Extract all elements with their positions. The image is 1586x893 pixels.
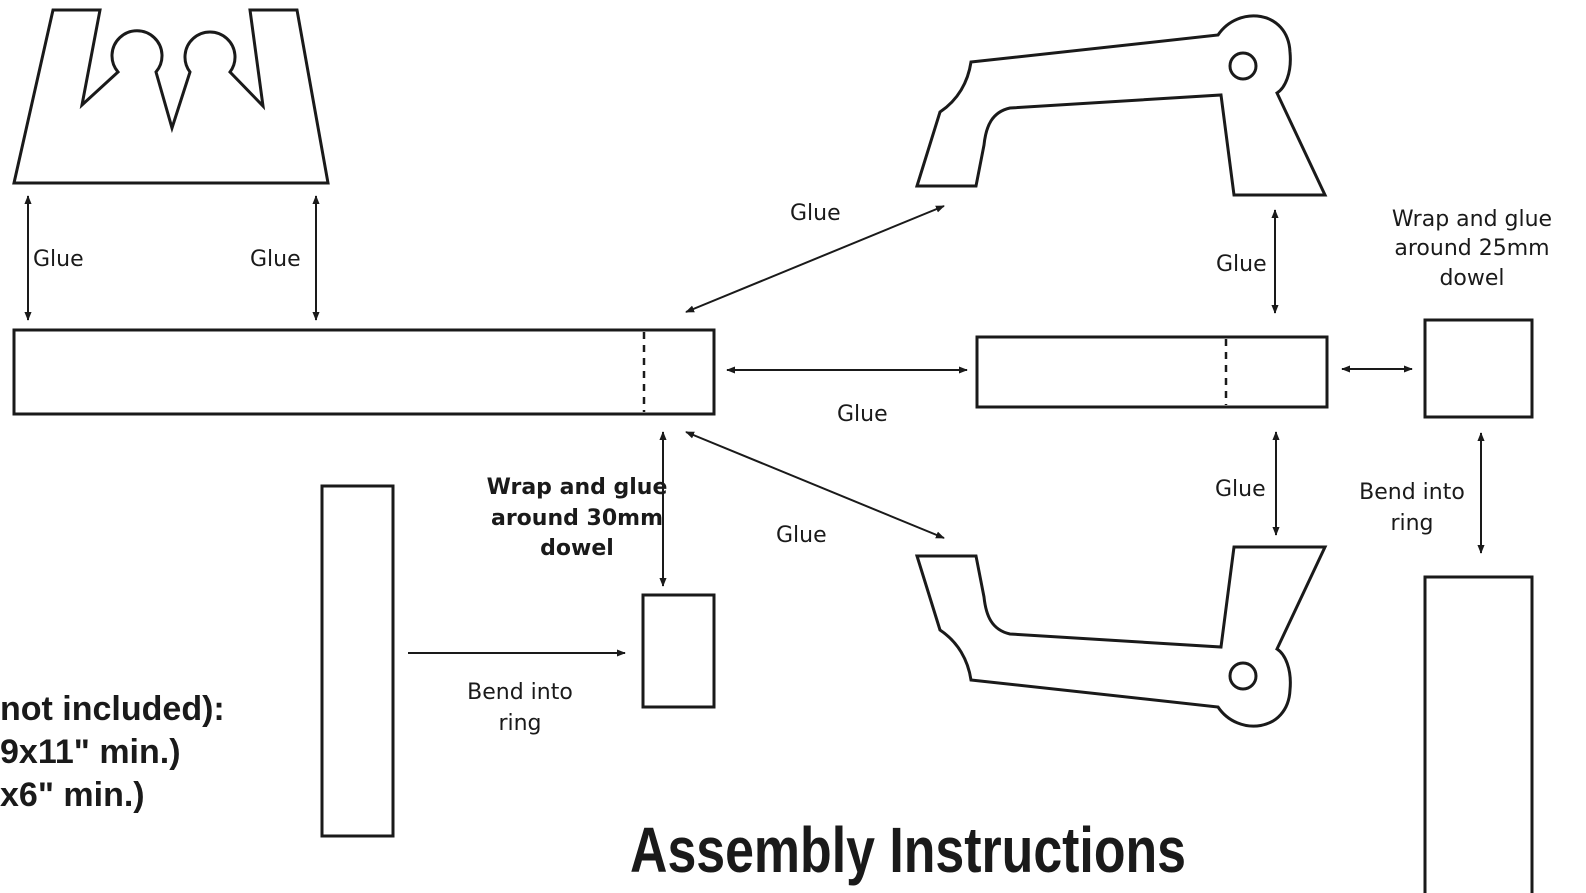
- svg-text:ring: ring: [498, 711, 541, 736]
- glue-label: Glue: [790, 201, 841, 226]
- svg-text:x6" min.): x6" min.): [0, 776, 145, 814]
- small-rect-piece: [641, 593, 716, 709]
- materials-list: not included): 9x11" min.) x6" min.): [0, 690, 225, 814]
- svg-text:Bend into: Bend into: [1359, 480, 1465, 505]
- svg-text:ring: ring: [1390, 511, 1433, 536]
- pivot-hole-icon: [1228, 661, 1258, 691]
- lower-arm-piece: [914, 545, 1328, 728]
- glue-label: Glue: [1215, 477, 1266, 502]
- svg-text:9x11" min.): 9x11" min.): [0, 733, 181, 771]
- middle-band-strip: [975, 335, 1329, 409]
- tall-strip-right: [1423, 575, 1534, 893]
- pivot-hole-icon: [1228, 51, 1258, 81]
- svg-text:around 30mm: around 30mm: [491, 506, 663, 531]
- page-title: Assembly Instructions: [630, 814, 1186, 886]
- svg-text:dowel: dowel: [1439, 266, 1504, 291]
- bend-right-label: Bend into ring: [1359, 480, 1465, 536]
- svg-text:around 25mm: around 25mm: [1394, 236, 1549, 261]
- svg-text:Bend into: Bend into: [467, 680, 573, 705]
- glue-label: Glue: [776, 523, 827, 548]
- glue-label: Glue: [837, 402, 888, 427]
- svg-text:Wrap and glue: Wrap and glue: [487, 475, 668, 500]
- glue-arrow-lower-diagonal: [685, 431, 945, 539]
- crown-piece: [12, 8, 330, 185]
- long-band-strip: [12, 328, 716, 416]
- tall-strip-left: [320, 484, 395, 838]
- glue-label: Glue: [1216, 252, 1267, 277]
- svg-text:not included):: not included):: [0, 690, 225, 728]
- small-square-piece: [1423, 318, 1534, 419]
- bend-left-label: Bend into ring: [467, 680, 573, 736]
- glue-label: Glue: [250, 247, 301, 272]
- svg-text:Wrap and glue: Wrap and glue: [1392, 207, 1552, 232]
- svg-text:dowel: dowel: [540, 536, 614, 561]
- upper-arm-piece: [914, 14, 1328, 197]
- glue-arrow-upper-diagonal: [685, 205, 945, 313]
- glue-label: Glue: [33, 247, 84, 272]
- wrap-30mm-label: Wrap and glue around 30mm dowel: [487, 475, 668, 561]
- wrap-25mm-label: Wrap and glue around 25mm dowel: [1392, 207, 1552, 291]
